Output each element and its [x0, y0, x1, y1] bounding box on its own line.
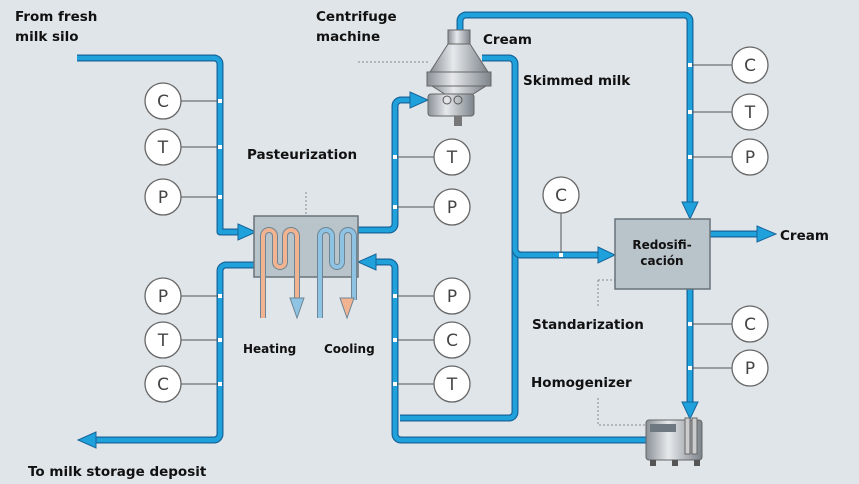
source-label-1: From fresh [15, 9, 97, 25]
sensor-letter: P [447, 287, 457, 307]
sensor-letter: C [555, 186, 567, 206]
sensor-letter: C [744, 56, 756, 76]
return-pipe [372, 258, 648, 444]
arrow-into-redosification [597, 246, 617, 264]
homogenizer-label: Homogenizer [531, 375, 632, 391]
destination-label: To milk storage deposit [28, 464, 207, 480]
centrifuge-label-1: Centrifuge [316, 9, 397, 25]
sensor-t-pasteurizer-outlet-1: T [144, 321, 222, 359]
homogenizer-machine [645, 417, 703, 466]
arrow-cream-out [756, 225, 778, 243]
sensor-c-cream-line-0: C [688, 46, 769, 84]
cream-pipe [456, 11, 694, 204]
sensor-letter: P [158, 287, 168, 307]
sensor-letter: T [446, 375, 458, 395]
sensor-p-to-centrifuge-1: P [393, 188, 471, 226]
pasteurization-label: Pasteurization [247, 147, 357, 163]
sensor-c-to-homogenizer-0: C [688, 305, 769, 343]
sensor-p-cream-line-2: P [688, 138, 769, 176]
sensor-letter: P [745, 148, 755, 168]
sensor-p-pasteurizer-outlet-0: P [144, 277, 222, 315]
leader-lines [305, 61, 645, 426]
sensor-c-pasteurizer-outlet-2: C [144, 365, 222, 403]
cooling-label: Cooling [324, 342, 375, 356]
arrow-into-pasteurizer [237, 223, 258, 241]
to-centrifuge-pipe [358, 96, 413, 234]
sensor-letter: C [157, 375, 169, 395]
sensor-p-return-line-0: P [393, 277, 471, 315]
arrow-into-redosification-top [681, 201, 699, 221]
cream-top-label: Cream [483, 32, 532, 48]
sensor-t-inlet-1: T [144, 128, 222, 166]
sensor-letter: T [157, 331, 169, 351]
sensor-t-to-centrifuge-0: T [393, 138, 471, 176]
sensor-letter: T [446, 148, 458, 168]
sensor-p-inlet-2: P [144, 178, 222, 216]
pasteurizer-outlet-pipe [95, 261, 254, 444]
sensor-c-return-line-1: C [393, 321, 471, 359]
skimmed-milk-label: Skimmed milk [523, 73, 631, 89]
redosification-unit: Redosifi- cación [614, 218, 711, 290]
cream-out-label: Cream [780, 228, 829, 244]
arrow-return-into-pasteurizer [356, 253, 377, 271]
arrow-to-destination [76, 431, 97, 449]
standarization-label: Standarization [532, 317, 644, 333]
sensor-letter: T [744, 103, 756, 123]
inlet-pipe [77, 54, 240, 236]
sensor-letter: T [157, 138, 169, 158]
sensor-letter: C [744, 315, 756, 335]
sensor-letter: C [157, 92, 169, 112]
arrow-into-centrifuge [409, 91, 430, 109]
skimmed-pipe [400, 54, 519, 422]
redosification-label-2: cación [640, 254, 683, 268]
pipes [76, 11, 778, 449]
sensor-letter: C [446, 331, 458, 351]
source-label-2: milk silo [15, 29, 79, 45]
arrow-into-homogenizer [681, 401, 699, 421]
sensor-t-return-line-2: T [393, 365, 471, 403]
sensor-letter: P [158, 188, 168, 208]
pasteurizer [253, 215, 359, 320]
centrifuge-machine [426, 29, 492, 126]
sensor-c-inlet-0: C [144, 82, 222, 120]
sensor-letter: P [745, 359, 755, 379]
sensors: C T P P T C T P P C T C T P C P C [144, 46, 769, 403]
sensor-letter: P [447, 198, 457, 218]
sensor-p-to-homogenizer-1: P [688, 349, 769, 387]
sensor-c-skimmed-line-0: C [542, 176, 580, 257]
sensor-t-cream-line-1: T [688, 93, 769, 131]
standardization-pipe [511, 248, 600, 259]
centrifuge-label-2: machine [316, 29, 380, 45]
redosification-label-1: Redosifi- [632, 238, 691, 252]
heating-label: Heating [243, 342, 296, 356]
